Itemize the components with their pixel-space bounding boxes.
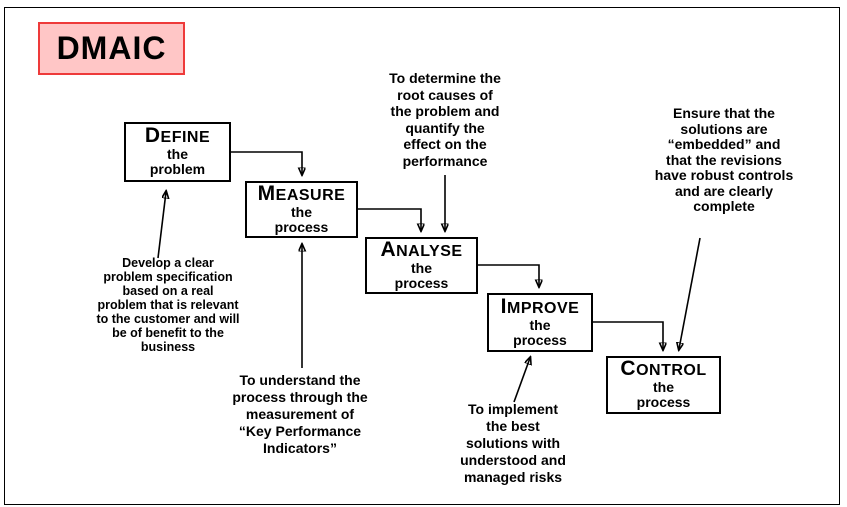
stage-measure-label: MEASURE: [257, 181, 346, 205]
stage-control: CONTROL the process: [606, 356, 721, 414]
page-title: DMAIC: [56, 30, 167, 66]
annotation-define: Develop a clear problem specification ba…: [96, 256, 240, 354]
annotation-control: Ensure that the solutions are “embedded”…: [654, 105, 794, 214]
annotation-analyse: To determine the root causes of the prob…: [389, 70, 501, 169]
stage-analyse-label: ANALYSE: [380, 237, 463, 261]
stage-analyse-sublabel: the process: [394, 259, 449, 291]
stage-control-label: CONTROL: [620, 357, 707, 380]
stage-improve-label: IMPROVE: [500, 294, 580, 318]
dmaic-title-box: DMAIC: [38, 22, 185, 75]
stage-define: DEFINE the problem: [124, 122, 231, 182]
outer-frame: [4, 7, 840, 505]
stage-define-label: DEFINE: [144, 124, 211, 147]
annotation-measure: To understand the process through the me…: [232, 372, 368, 456]
stage-define-sublabel: the problem: [149, 146, 206, 177]
stage-improve: IMPROVE the process: [487, 293, 593, 352]
stage-analyse: ANALYSE the process: [365, 237, 478, 294]
stage-measure-sublabel: the process: [274, 203, 329, 235]
stage-improve-sublabel: the process: [513, 316, 567, 348]
stage-measure: MEASURE the process: [245, 181, 358, 238]
stage-control-sublabel: the process: [636, 379, 691, 410]
annotation-improve: To implement the best solutions with und…: [460, 401, 566, 485]
